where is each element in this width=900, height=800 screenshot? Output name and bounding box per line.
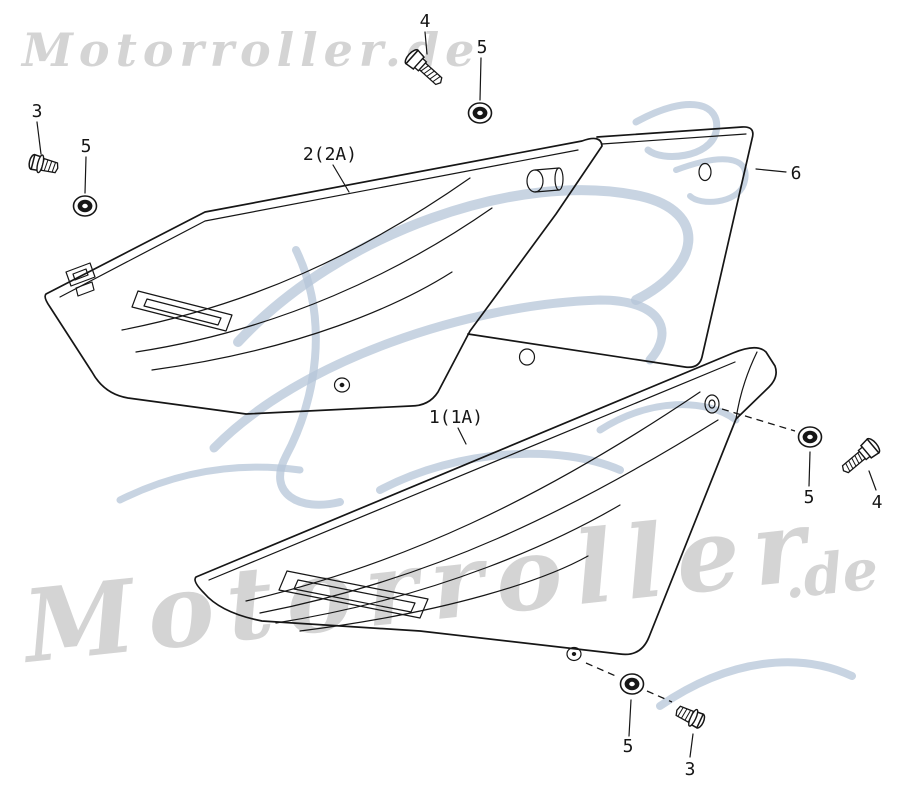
- hole-panel6-top: [698, 162, 712, 182]
- bracket-tab-upper: [65, 262, 96, 287]
- assembly-axis-lines: [585, 408, 796, 703]
- watermark-diagonal-suffix: .de: [781, 536, 882, 611]
- callout-4-top: 4: [420, 11, 431, 32]
- callout-3-top-left: 3: [32, 101, 43, 122]
- callout-1-1a: 1(1A): [429, 407, 483, 428]
- grommet-5-top-left: [72, 195, 98, 217]
- grommet-5-right: [797, 426, 823, 448]
- vent-slot-upper: [131, 290, 233, 332]
- watermark-scooter-sketch: [116, 101, 856, 710]
- callout-5-right: 5: [804, 487, 815, 508]
- watermark-diagonal: Motorroller: [15, 485, 824, 686]
- callout-labels: 3 5 4 5 2(2A) 6 1(1A) 5 4 5 3: [32, 11, 883, 780]
- panel-upper-details: [59, 149, 579, 393]
- flange-screw-3-bottom: [672, 701, 708, 732]
- callout-2-2a: 2(2A): [303, 144, 357, 165]
- panel-backing-right: [467, 126, 754, 369]
- hex-bolt-4-right: [836, 435, 883, 479]
- grommet-seat-hole: [704, 394, 720, 414]
- panel-side-cover-lower: [194, 346, 777, 662]
- grommet-5-top: [467, 102, 493, 124]
- panel-side-cover-upper: [44, 137, 603, 415]
- mount-hole-lower: [566, 646, 582, 662]
- callout-leader-lines: [36, 31, 877, 758]
- callout-4-right: 4: [872, 492, 883, 513]
- callout-5-bottom: 5: [623, 736, 634, 757]
- flange-screw-3-top-left: [26, 151, 61, 178]
- callout-5-top-left: 5: [81, 136, 92, 157]
- callout-3-bottom: 3: [685, 759, 696, 780]
- callout-6: 6: [791, 163, 802, 184]
- panel-lower-details: [208, 351, 758, 662]
- grommet-5-bottom: [619, 673, 645, 695]
- watermark-top-left: Motorroller.de: [20, 23, 480, 77]
- vent-slot-lower: [278, 570, 429, 619]
- callout-5-top: 5: [477, 37, 488, 58]
- mount-hole-upper: [333, 377, 351, 393]
- hole-panel6-bottom: [518, 348, 536, 366]
